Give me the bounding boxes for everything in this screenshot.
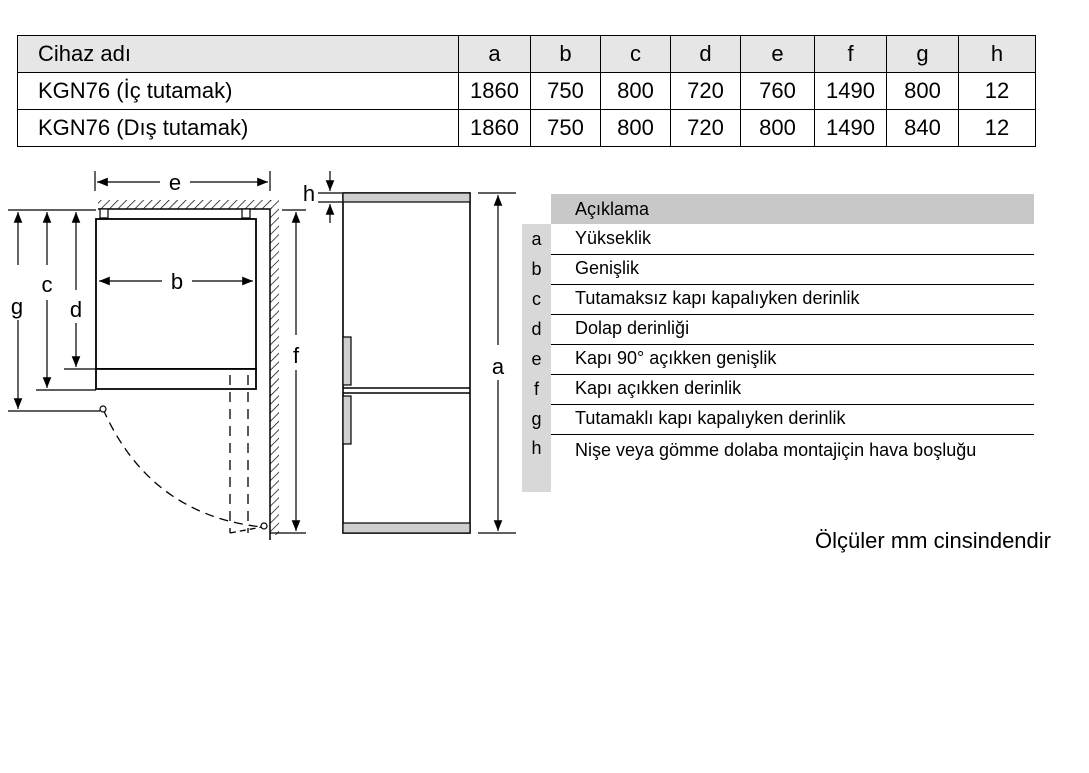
label-c: c [42, 272, 53, 297]
dimensions-table: Cihaz adı a b c d e f g h KGN76 (İç tuta… [17, 35, 1036, 147]
cell-device-name: KGN76 (Dış tutamak) [17, 109, 459, 147]
legend-item: b Genişlik [522, 254, 1034, 285]
legend-text: Genişlik [551, 254, 1034, 285]
cabinet-top-outline [95, 218, 257, 370]
cabinet-front-outline [342, 192, 471, 534]
cell-a: 1860 [458, 109, 531, 147]
label-g: g [11, 294, 23, 319]
cell-h: 12 [958, 109, 1036, 147]
legend-item: a Yükseklik [522, 224, 1034, 255]
cell-g: 800 [886, 72, 959, 110]
cell-device-name: KGN76 (İç tutamak) [17, 72, 459, 110]
legend-text-line2: için hava boşluğu [837, 440, 977, 460]
legend-text: Tutamaklı kapı kapalıyken derinlik [551, 404, 1034, 435]
legend-item: e Kapı 90° açıkken genişlik [522, 344, 1034, 375]
cell-f: 1490 [814, 72, 887, 110]
header-e: e [740, 35, 815, 73]
cell-d: 720 [670, 72, 741, 110]
header-c: c [600, 35, 671, 73]
legend-text: Nişe veya gömme dolaba montaj için hava … [551, 434, 1034, 496]
legend-item: g Tutamaklı kapı kapalıyken derinlik [522, 404, 1034, 435]
legend-text: Tutamaksız kapı kapalıyken derinlik [551, 284, 1034, 315]
cell-b: 750 [530, 72, 601, 110]
legend-text: Kapı 90° açıkken genişlik [551, 344, 1034, 375]
header-g: g [886, 35, 959, 73]
legend-letter: e [522, 344, 551, 374]
cell-f: 1490 [814, 109, 887, 147]
header-d: d [670, 35, 741, 73]
cell-a: 1860 [458, 72, 531, 110]
cell-g: 840 [886, 109, 959, 147]
door-outline [95, 368, 257, 390]
table-header-row: Cihaz adı a b c d e f g h [17, 35, 1036, 73]
header-b: b [530, 35, 601, 73]
legend-letter: b [522, 254, 551, 284]
header-device-name: Cihaz adı [17, 35, 459, 73]
label-b: b [171, 269, 183, 294]
legend-letter: g [522, 404, 551, 434]
label-a: a [492, 354, 505, 379]
cell-c: 800 [600, 72, 671, 110]
legend-letter: c [522, 284, 551, 314]
legend-letter: h [522, 434, 551, 492]
label-h: h [303, 181, 315, 206]
legend-text-line1: Nişe veya gömme dolaba montaj [575, 440, 838, 460]
front-view: h a [303, 171, 516, 534]
legend-letter: a [522, 224, 551, 254]
top-view: e b g c d f [8, 170, 306, 540]
header-f: f [814, 35, 887, 73]
legend-header: Açıklama [551, 194, 1034, 224]
table-row: KGN76 (İç tutamak) 1860 750 800 720 760 … [17, 72, 1036, 110]
label-d: d [70, 297, 82, 322]
legend-text: Kapı açıkken derinlik [551, 374, 1034, 405]
table-row: KGN76 (Dış tutamak) 1860 750 800 720 800… [17, 109, 1036, 147]
legend-item: f Kapı açıkken derinlik [522, 374, 1034, 405]
fridge-dimension-drawing: e b g c d f h [8, 170, 516, 540]
legend-table: Açıklama a Yükseklik b Genişlik c Tutama… [522, 194, 1034, 492]
lower-handle [342, 395, 352, 445]
cell-c: 800 [600, 109, 671, 147]
legend-text: Yükseklik [551, 224, 1034, 255]
legend-header-row: Açıklama [522, 194, 1034, 224]
legend-item: c Tutamaksız kapı kapalıyken derinlik [522, 284, 1034, 315]
units-note: Ölçüler mm cinsindendir [815, 528, 1051, 553]
wall-hatch-side [270, 200, 279, 535]
label-e: e [169, 170, 181, 195]
cell-e: 800 [740, 109, 815, 147]
upper-handle [342, 336, 352, 386]
wall-hatch-top [98, 200, 272, 209]
legend-letter: d [522, 314, 551, 344]
legend-item: h Nişe veya gömme dolaba montaj için hav… [522, 434, 1034, 492]
label-f: f [293, 343, 300, 368]
header-h: h [958, 35, 1036, 73]
cell-h: 12 [958, 72, 1036, 110]
header-a: a [458, 35, 531, 73]
legend-letter: f [522, 374, 551, 404]
cell-d: 720 [670, 109, 741, 147]
cell-e: 760 [740, 72, 815, 110]
legend-item: d Dolap derinliği [522, 314, 1034, 345]
legend-text: Dolap derinliği [551, 314, 1034, 345]
cell-b: 750 [530, 109, 601, 147]
